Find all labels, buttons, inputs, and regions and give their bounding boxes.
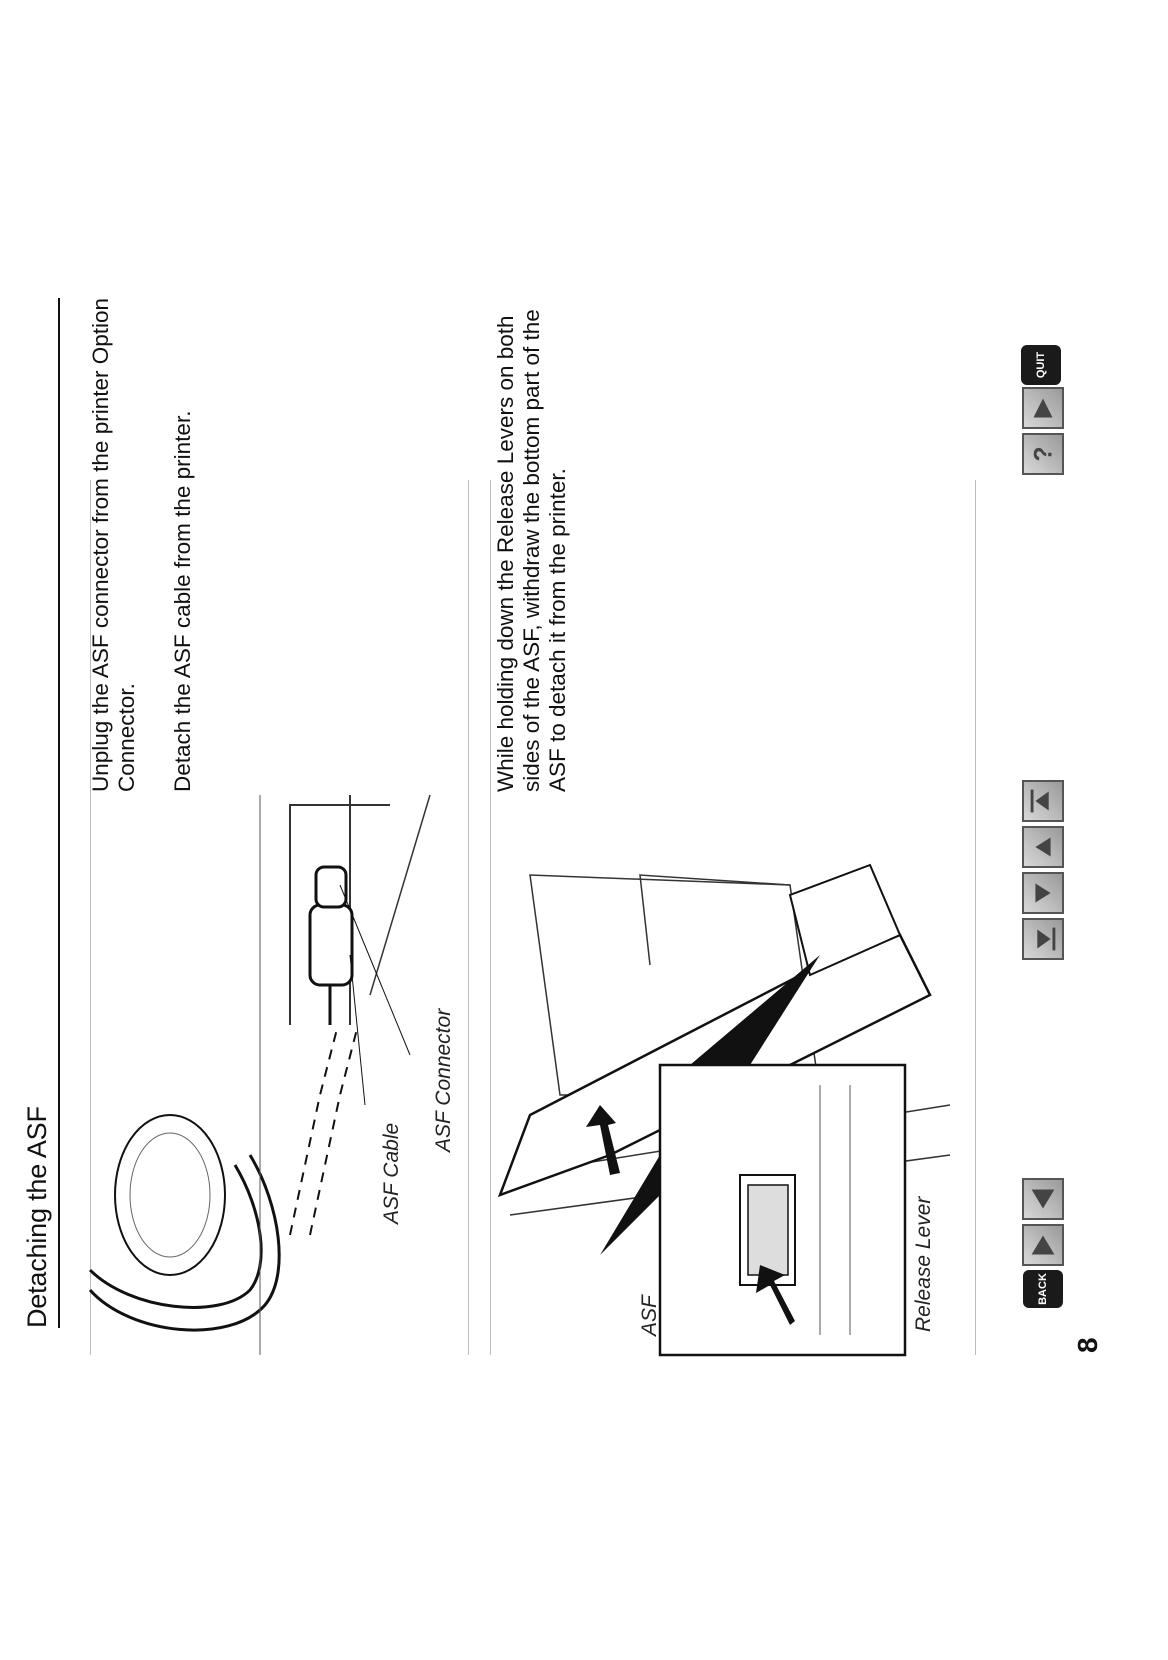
instruction-step-3: While holding down the Release Levers on… <box>493 309 570 792</box>
panel-separator <box>975 480 976 1355</box>
next-page-button[interactable] <box>1022 826 1064 868</box>
help-icon: ? <box>1031 446 1058 461</box>
page-number: 8 <box>1072 1337 1103 1353</box>
back-button-label: BACK <box>1037 1273 1049 1305</box>
instruction-step-2: Detach the ASF cable from the printer. <box>170 410 195 792</box>
next-section-icon <box>1031 1189 1055 1209</box>
last-page-button[interactable] <box>1022 780 1064 822</box>
instruction-step-1: Unplug the ASF connector from the printe… <box>88 297 139 792</box>
release-lever-label: Release Lever <box>912 1196 935 1332</box>
next-page-icon <box>1035 837 1051 857</box>
previous-section-icon <box>1031 1235 1055 1255</box>
last-page-icon <box>1030 789 1049 813</box>
next-section-button[interactable] <box>1022 1178 1064 1220</box>
down-button[interactable] <box>1022 387 1064 429</box>
previous-page-icon <box>1035 883 1051 903</box>
quit-button-label: QUIT <box>1035 351 1047 379</box>
first-page-button[interactable] <box>1022 918 1064 960</box>
back-button[interactable]: BACK <box>1023 1270 1063 1308</box>
asf-release-illustration <box>497 863 951 1357</box>
previous-section-button[interactable] <box>1022 1224 1064 1266</box>
title-rule <box>58 298 60 1328</box>
svg-text:?: ? <box>1031 446 1058 461</box>
asf-connector-label: ASF Connector <box>432 1008 455 1152</box>
help-button[interactable]: ? <box>1022 433 1064 475</box>
asf-label: ASF <box>638 1295 661 1336</box>
asf-cable-illustration <box>88 794 431 1355</box>
first-page-icon <box>1037 927 1056 951</box>
asf-cable-label: ASF Cable <box>380 1122 403 1224</box>
previous-page-button[interactable] <box>1022 872 1064 914</box>
page-title: Detaching the ASF <box>22 1106 52 1328</box>
down-icon <box>1033 398 1053 418</box>
quit-button[interactable]: QUIT <box>1021 345 1061 385</box>
